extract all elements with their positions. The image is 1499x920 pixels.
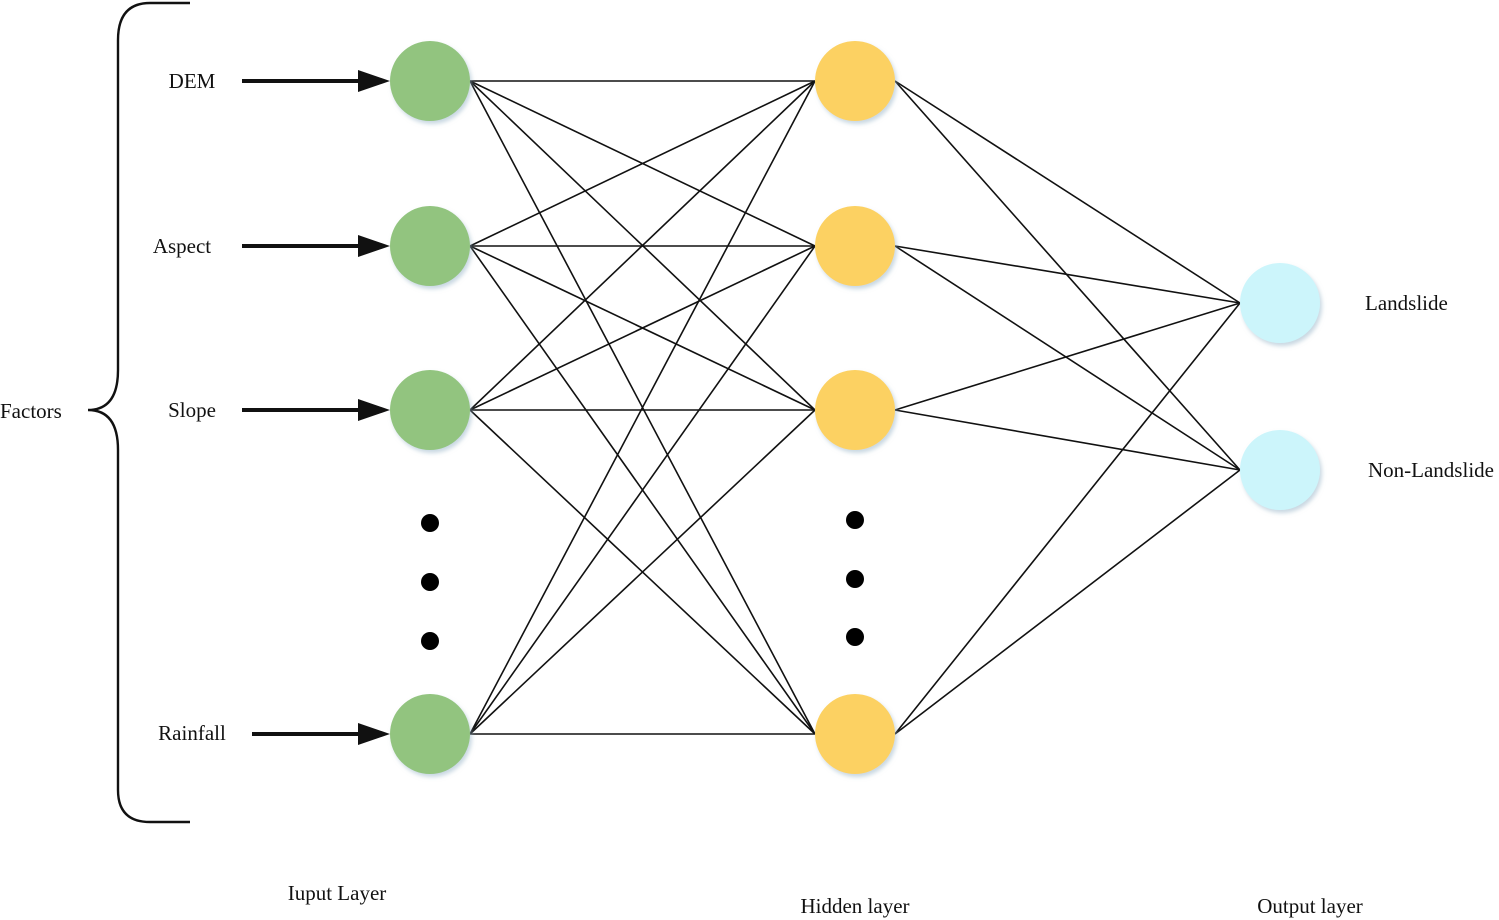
vertical-ellipsis-icon — [421, 514, 439, 650]
edge-input-1-hidden-0 — [469, 80, 816, 247]
edge-hidden-0-output-1 — [894, 80, 1241, 471]
right-arrow-icon — [242, 235, 390, 257]
output-node-non-landslide — [1240, 430, 1320, 510]
edge-input-2-hidden-1 — [469, 245, 816, 411]
input-node-slope — [390, 370, 470, 450]
edge-hidden-3-output-0 — [894, 302, 1241, 735]
input-layer-caption: Iuput Layer — [288, 881, 387, 905]
output-label-landslide: Landslide — [1365, 291, 1448, 315]
hidden-layer-caption: Hidden layer — [800, 894, 909, 918]
output-label-non-landslide: Non-Landslide — [1368, 458, 1494, 482]
edge-input-3-hidden-2 — [469, 409, 816, 735]
hidden-node-3 — [815, 370, 895, 450]
edge-hidden-1-output-0 — [894, 245, 1241, 304]
edge-input-2-hidden-0 — [469, 80, 816, 411]
edge-input-3-hidden-1 — [469, 245, 816, 735]
edge-hidden-3-output-1 — [894, 469, 1241, 735]
input-label-rainfall: Rainfall — [158, 721, 226, 745]
hidden-node-1 — [815, 41, 895, 121]
input-label-dem: DEM — [169, 69, 216, 93]
left-curly-brace-icon — [87, 1, 190, 824]
edge-hidden-0-output-0 — [894, 80, 1241, 304]
edge-hidden-2-output-1 — [894, 409, 1241, 471]
hidden-node-4 — [815, 694, 895, 774]
edge-hidden-1-output-1 — [894, 245, 1241, 471]
input-node-aspect — [390, 206, 470, 286]
edge-input-3-hidden-0 — [469, 80, 816, 735]
input-label-aspect: Aspect — [153, 234, 211, 258]
vertical-ellipsis-icon — [846, 511, 864, 646]
hidden-node-2 — [815, 206, 895, 286]
input-label-slope: Slope — [168, 398, 216, 422]
factors-label: Factors — [0, 399, 62, 423]
connection-lines — [469, 80, 1241, 735]
input-node-dem — [390, 41, 470, 121]
output-layer-caption: Output layer — [1257, 894, 1363, 918]
input-node-rainfall — [390, 694, 470, 774]
right-arrow-icon — [242, 70, 390, 92]
right-arrow-icon — [242, 399, 390, 421]
right-arrow-icon — [252, 723, 390, 745]
output-node-landslide — [1240, 263, 1320, 343]
edge-hidden-2-output-0 — [894, 302, 1241, 411]
